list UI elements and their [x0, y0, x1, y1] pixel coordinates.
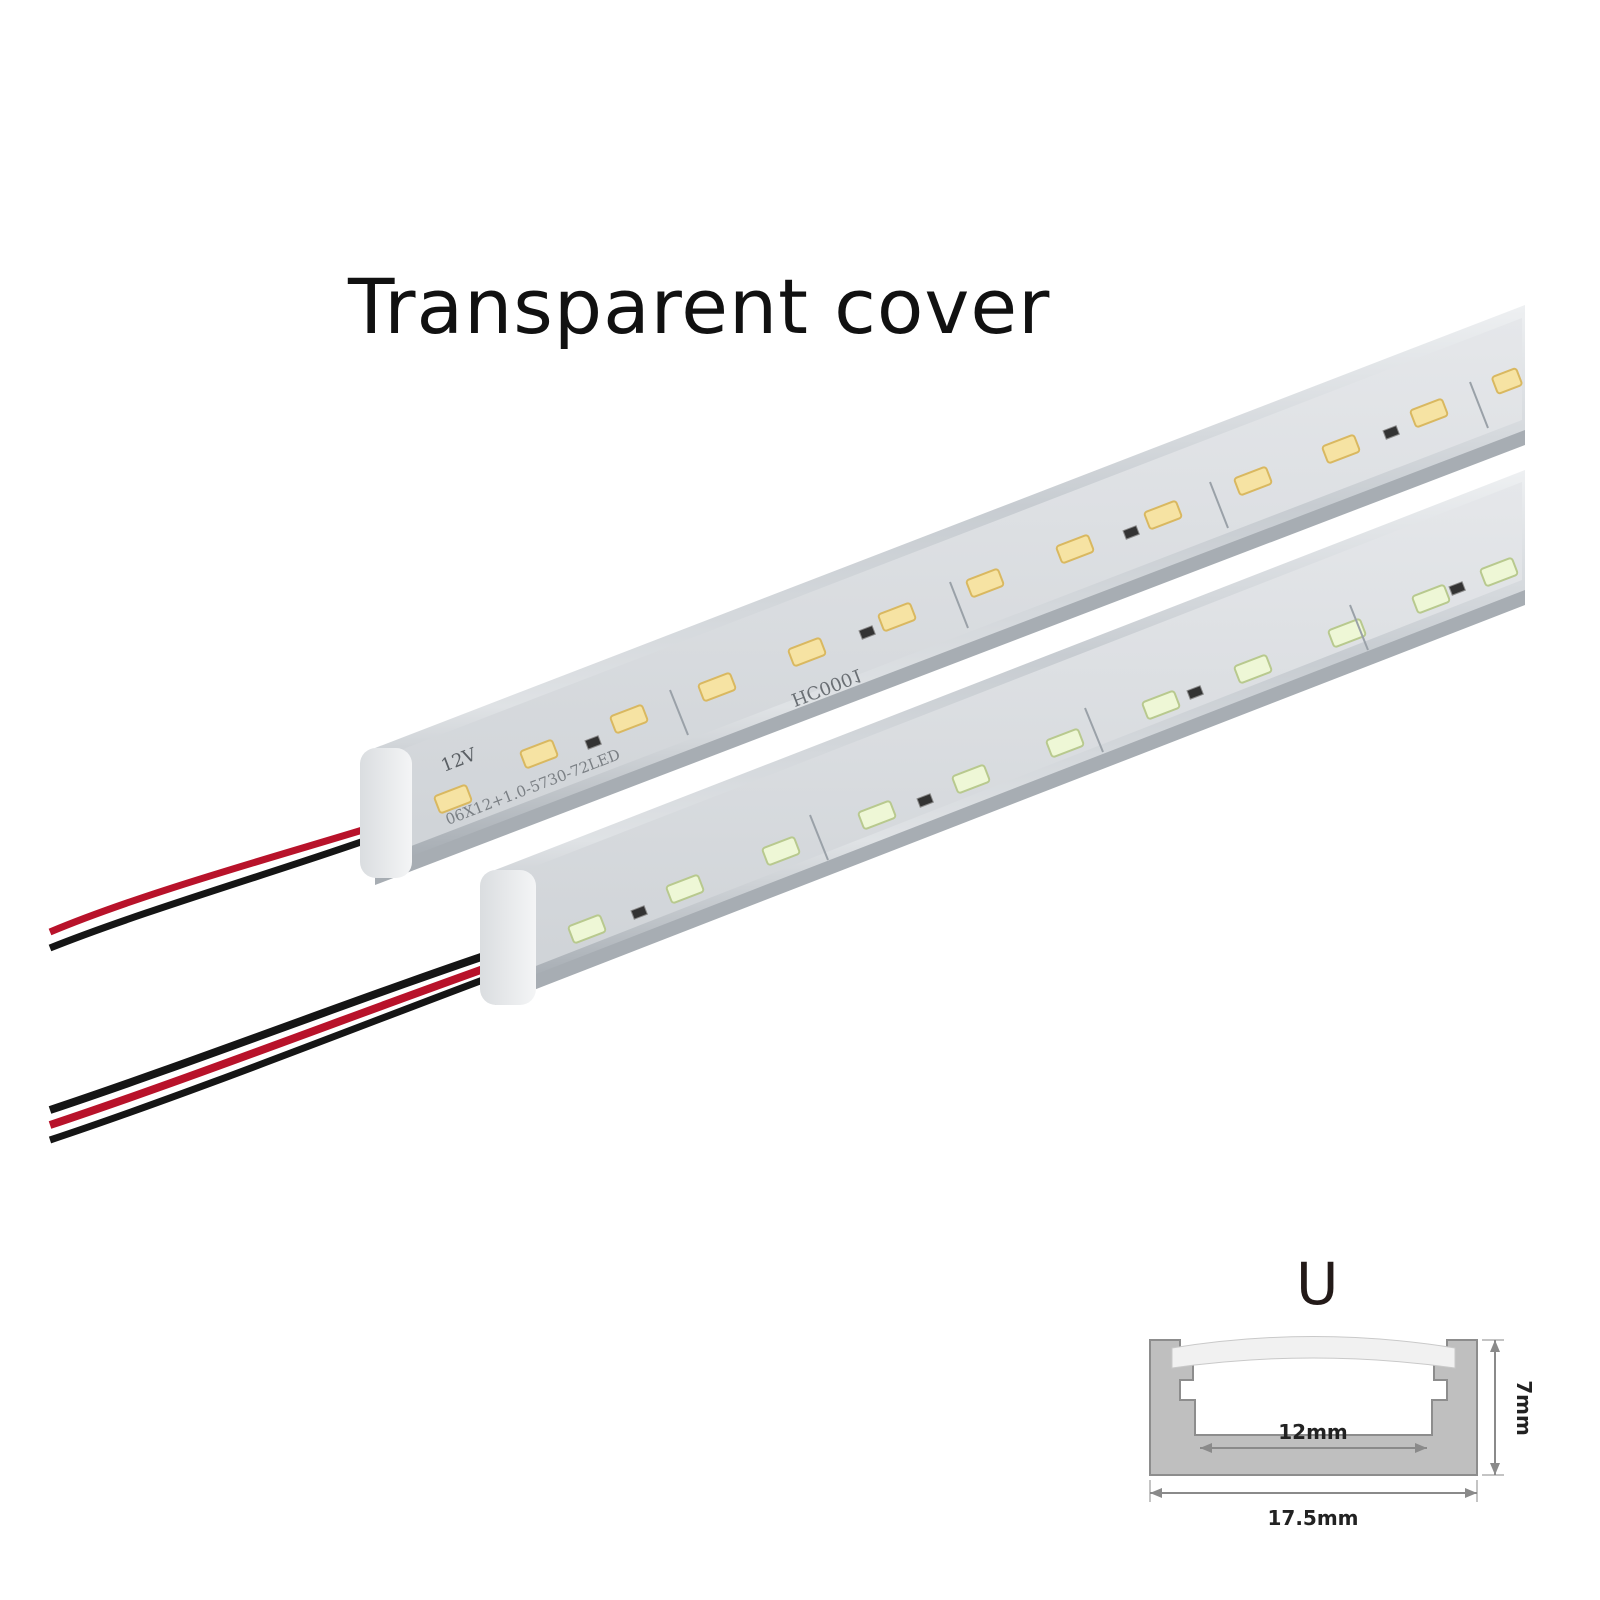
lower-end-cap [480, 870, 536, 1005]
lower-leds [567, 557, 1519, 944]
lower-led-bar [480, 470, 1525, 1005]
upper-led-bar [360, 305, 1525, 885]
upper-bar-wires [48, 816, 397, 952]
lower-bar-wires [48, 940, 522, 1144]
outer-width-label: 17.5mm [1267, 1506, 1358, 1530]
resistors [584, 425, 1466, 920]
u-profile-diagram: 12mm 17.5mm 7mm [1149, 1336, 1536, 1530]
segment-separators [669, 381, 1489, 861]
profile-shape-letter: U [1296, 1250, 1339, 1318]
upper-end-cap [360, 748, 412, 878]
height-label: 7mm [1512, 1380, 1536, 1436]
inner-width-label: 12mm [1278, 1420, 1348, 1444]
upper-leds [433, 367, 1523, 814]
caption-title: Transparent cover [348, 262, 1051, 351]
